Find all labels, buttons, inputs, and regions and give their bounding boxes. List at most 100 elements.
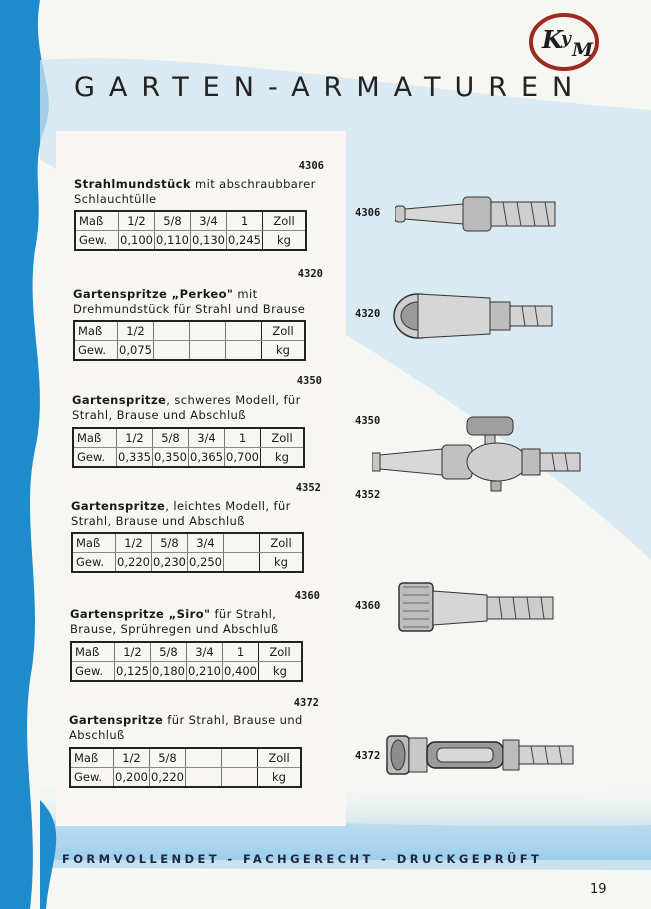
size-cell: 1 xyxy=(226,211,263,231)
nozzle-4320-illustration xyxy=(393,293,553,339)
size-label: Maß xyxy=(74,321,118,341)
product-description-rest: für Strahl, Brause, Sprühregen und Absch… xyxy=(70,607,279,636)
product-description: Gartenspritze, schweres Modell, für Stra… xyxy=(72,393,322,423)
product-code: 4350 xyxy=(296,375,322,387)
product-code: 4372 xyxy=(293,697,319,709)
illustration-label: 4306 xyxy=(355,207,381,219)
illustration-label: 4372 xyxy=(355,750,381,762)
size-label: Maß xyxy=(75,211,119,231)
weight-unit: kg xyxy=(259,552,303,572)
size-cell xyxy=(223,533,260,553)
size-unit: Zoll xyxy=(262,211,306,231)
product-code: 4352 xyxy=(295,482,321,494)
size-cell: 1/2 xyxy=(113,748,150,768)
illustration-label: 4360 xyxy=(355,600,381,612)
weight-cell xyxy=(225,340,262,360)
size-cell: 1 xyxy=(222,642,259,662)
nozzle-4306-illustration xyxy=(395,196,556,232)
size-label: Maß xyxy=(71,642,115,662)
weight-label: Gew. xyxy=(78,343,106,357)
weight-cell: 0,220 xyxy=(115,552,152,572)
size-cell xyxy=(221,748,258,768)
weight-cell xyxy=(189,340,226,360)
weight-label: Gew. xyxy=(77,450,105,464)
product-name: Strahlmundstück xyxy=(74,177,191,191)
illustration-label: 4320 xyxy=(355,308,381,320)
illustration-label: 4350 xyxy=(355,415,381,427)
product-name: Gartenspritze „Perkeo" xyxy=(73,287,234,301)
weight-cell: 0,220 xyxy=(149,767,186,787)
size-cell: 1/2 xyxy=(117,321,154,341)
product-name: Gartenspritze xyxy=(69,713,164,727)
product-description: Gartenspritze, leichtes Modell, für Stra… xyxy=(71,499,321,529)
size-cell xyxy=(153,321,190,341)
product-name: Gartenspritze xyxy=(72,393,167,407)
weight-cell xyxy=(153,340,190,360)
size-cell xyxy=(189,321,226,341)
weight-unit: kg xyxy=(262,230,306,250)
weight-unit: kg xyxy=(257,767,301,787)
size-label: Maß xyxy=(72,533,116,553)
product-code: 4306 xyxy=(298,160,324,172)
size-cell: 5/8 xyxy=(150,642,187,662)
weight-cell: 0,700 xyxy=(224,447,261,467)
size-cell: 5/8 xyxy=(151,533,188,553)
product-name: Gartenspritze xyxy=(71,499,166,513)
size-cell: 1/2 xyxy=(118,211,155,231)
weight-cell xyxy=(185,767,222,787)
product-description-rest: , schweres Modell, für Strahl, Brause un… xyxy=(72,393,301,422)
weight-cell: 0,110 xyxy=(154,230,191,250)
weight-cell: 0,335 xyxy=(116,447,153,467)
weight-unit: kg xyxy=(258,661,302,681)
size-unit: Zoll xyxy=(261,321,305,341)
page-number: 19 xyxy=(590,882,607,897)
weight-cell: 0,200 xyxy=(113,767,150,787)
weight-cell: 0,210 xyxy=(186,661,223,681)
weight-cell xyxy=(223,552,260,572)
size-cell: 3/4 xyxy=(190,211,227,231)
size-unit: Zoll xyxy=(260,428,304,448)
size-cell xyxy=(185,748,222,768)
weight-label: Gew. xyxy=(76,555,104,569)
kym-logo: K y M xyxy=(529,13,599,71)
size-cell: 1 xyxy=(224,428,261,448)
product-description: Gartenspritze „Siro" für Strahl, Brause,… xyxy=(70,607,320,637)
svg-text:y: y xyxy=(560,29,572,49)
weight-label: Gew. xyxy=(79,233,107,247)
footer-slogan: FORMVOLLENDET - FACHGERECHT - DRUCKGEPRÜ… xyxy=(62,852,543,866)
weight-label: Gew. xyxy=(74,770,102,784)
product-description-rest: für Strahl, Brause und Abschluß xyxy=(69,713,303,742)
weight-row: Gew. 0,075 kg xyxy=(74,340,305,360)
illustration-label: 4352 xyxy=(355,489,381,501)
product-name: Gartenspritze „Siro" xyxy=(70,607,211,621)
product-description-rest: , leichtes Modell, für Strahl, Brause un… xyxy=(71,499,291,528)
weight-cell: 0,180 xyxy=(150,661,187,681)
size-cell: 5/8 xyxy=(149,748,186,768)
nozzle-4372-illustration xyxy=(386,735,574,775)
weight-cell: 0,365 xyxy=(188,447,225,467)
weight-unit: kg xyxy=(261,340,305,360)
weight-cell: 0,100 xyxy=(118,230,155,250)
size-label: Maß xyxy=(70,748,114,768)
size-cell: 1/2 xyxy=(115,533,152,553)
weight-cell: 0,245 xyxy=(226,230,263,250)
svg-text:M: M xyxy=(571,39,594,61)
nozzle-4350-illustration xyxy=(372,416,581,492)
weight-cell: 0,075 xyxy=(117,340,154,360)
svg-text:K: K xyxy=(541,25,564,54)
